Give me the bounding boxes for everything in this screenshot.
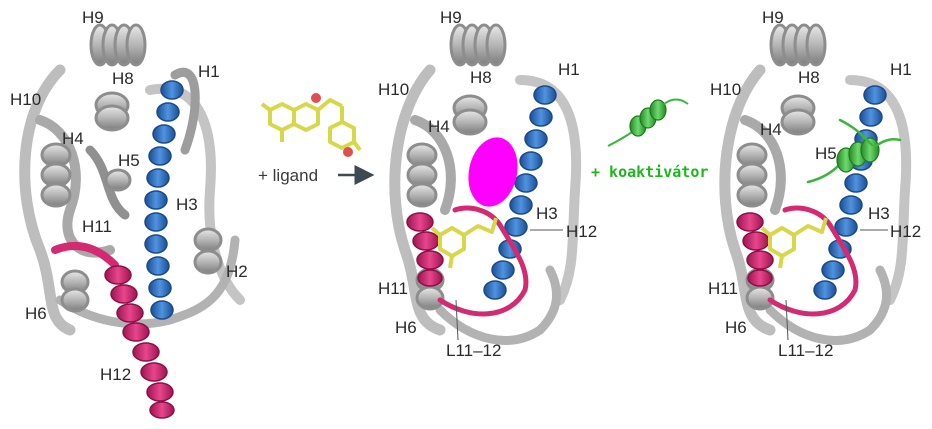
label-h4: H4	[62, 129, 84, 148]
label-h9: H9	[82, 8, 104, 27]
panel-coactivator-bound: H9 H1 H10 H8 H4 H5 H3 H12 H11 H6 L11–12	[708, 8, 921, 360]
label-h6: H6	[725, 318, 747, 337]
protein-ribbon-ligand	[389, 23, 582, 345]
label-l11-12: L11–12	[778, 341, 833, 360]
label-h3: H3	[176, 195, 198, 214]
labels-apo: H9 H1 H10 H8 H4 H5 H3 H11 H2 H6 H12	[10, 8, 248, 384]
label-h2: H2	[226, 262, 248, 281]
coactivator-peptide-icon	[607, 98, 689, 147]
ligand-label: + ligand	[258, 166, 318, 185]
bound-ligand-icon	[430, 217, 498, 269]
ligand-molecule-icon	[260, 93, 362, 157]
protein-ribbon-coactivator	[719, 23, 912, 345]
labels-coactivator: H9 H1 H10 H8 H4 H5 H3 H12 H11 H6 L11–12	[708, 8, 921, 360]
label-h8: H8	[470, 68, 492, 87]
label-h11: H11	[708, 279, 738, 298]
bound-ligand-icon	[760, 217, 828, 269]
label-h10: H10	[378, 80, 409, 99]
label-h3: H3	[536, 204, 558, 223]
labels-ligand: H9 H1 H10 H8 H4 H3 H12 H11 H6 L11–12	[378, 8, 597, 360]
label-h6: H6	[395, 318, 417, 337]
label-h5: H5	[118, 151, 140, 170]
protein-ribbon-apo	[19, 23, 245, 419]
label-h9: H9	[440, 8, 462, 27]
ligand-step: + ligand	[258, 93, 375, 185]
label-h12: H12	[890, 222, 921, 241]
coactivator-step: + koaktivátor	[591, 98, 708, 181]
label-h5: H5	[815, 144, 837, 163]
label-h8: H8	[798, 68, 820, 87]
label-h6: H6	[25, 304, 47, 323]
label-h1: H1	[558, 60, 580, 79]
label-h4: H4	[428, 117, 450, 136]
panel-apo: H9 H1 H10 H8 H4 H5 H3 H11 H2 H6 H12	[10, 8, 248, 419]
label-h9: H9	[762, 8, 784, 27]
label-h12: H12	[100, 365, 131, 384]
label-h4: H4	[760, 120, 782, 139]
label-h10: H10	[10, 90, 41, 109]
label-h1: H1	[198, 62, 220, 81]
label-h10: H10	[710, 80, 741, 99]
coactivator-label: + koaktivátor	[591, 163, 708, 181]
leader-lines-coactivator	[785, 229, 888, 341]
label-l11-12: L11–12	[446, 341, 501, 360]
label-h11: H11	[82, 217, 112, 236]
binding-pocket-marker	[468, 137, 518, 207]
label-h3: H3	[868, 204, 890, 223]
leader-lines-ligand	[455, 229, 563, 341]
panel-ligand-bound: H9 H1 H10 H8 H4 H3 H12 H11 H6 L11–12	[378, 8, 597, 360]
label-h12: H12	[566, 222, 597, 241]
label-h8: H8	[112, 69, 134, 88]
label-h1: H1	[890, 60, 912, 79]
label-h11: H11	[378, 279, 408, 298]
